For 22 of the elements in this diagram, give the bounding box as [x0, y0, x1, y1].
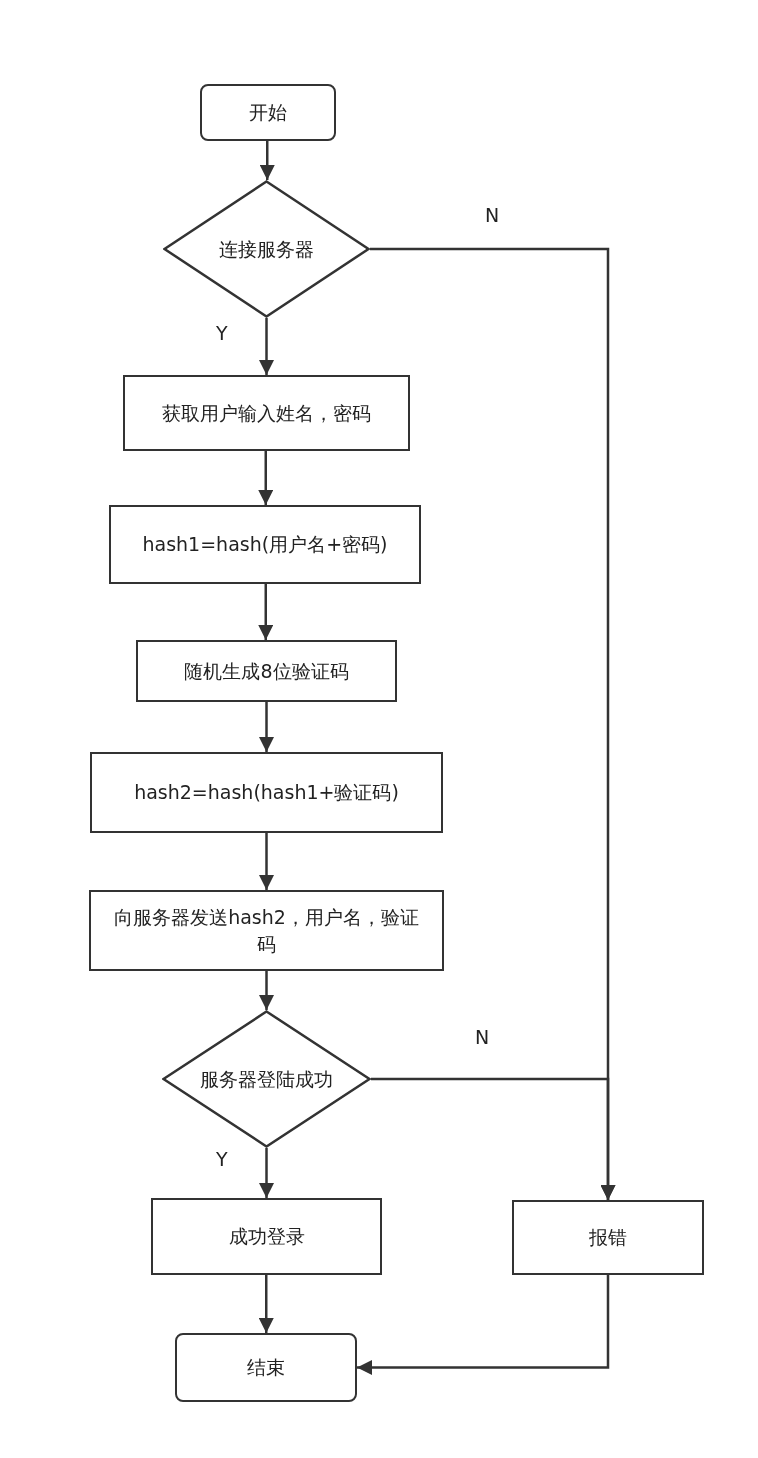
process-box: 随机生成8位验证码	[136, 640, 397, 702]
decision-diamond: 服务器登陆成功	[162, 1010, 371, 1148]
process-box: hash2=hash(hash1+验证码)	[90, 752, 443, 833]
process-box: 成功登录	[151, 1198, 382, 1275]
arrow	[259, 318, 274, 375]
arrow	[258, 1275, 274, 1333]
process-box: hash1=hash(用户名+密码)	[109, 505, 421, 584]
process-box: 向服务器发送hash2，用户名，验证码	[89, 890, 444, 971]
arrow	[259, 971, 274, 1010]
arrow	[259, 833, 274, 890]
process-box: 获取用户输入姓名，密码	[123, 375, 410, 451]
terminal-box: 开始	[200, 84, 336, 141]
arrow	[259, 702, 274, 752]
arrow	[259, 141, 275, 180]
arrow	[258, 584, 274, 640]
arrow	[357, 1275, 610, 1375]
arrow	[371, 1077, 616, 1200]
arrow	[258, 451, 274, 505]
arrow	[259, 1148, 274, 1198]
process-box: 报错	[512, 1200, 704, 1275]
decision-diamond: 连接服务器	[163, 180, 370, 318]
terminal-box: 结束	[175, 1333, 357, 1402]
